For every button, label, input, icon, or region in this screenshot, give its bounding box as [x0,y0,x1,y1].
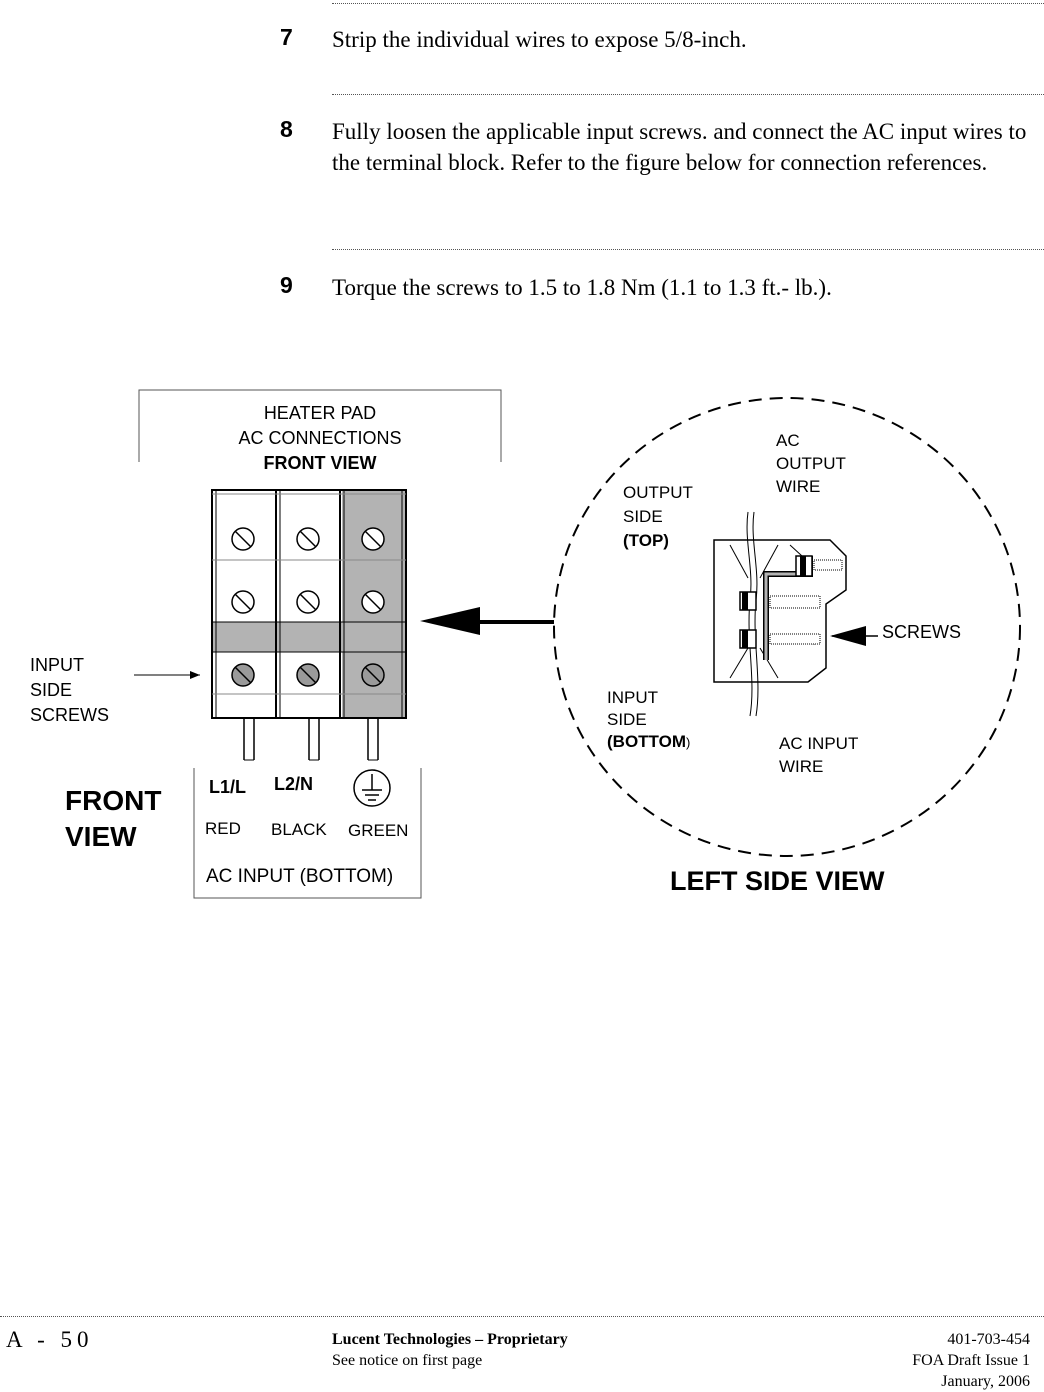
separator [332,94,1044,95]
heater-title-1: HEATER PAD [264,403,376,423]
footer-issue: FOA Draft Issue 1 [912,1352,1030,1369]
footer-date: January, 2006 [941,1373,1030,1390]
footer-proprietary: Lucent Technologies – Proprietary See no… [332,1329,568,1371]
heater-title-box [138,389,502,462]
page-number: A - 50 [6,1327,94,1352]
label-black: BLACK [271,820,327,839]
input-side-3: (BOTTOM) [607,732,690,751]
ac-output-wire-3: WIRE [776,477,820,496]
step-text: Torque the screws to 1.5 to 1.8 Nm (1.1 … [332,275,832,300]
separator [332,249,1044,250]
front-view-label-1: FRONT [65,785,161,816]
wiring-figure: HEATER PAD AC CONNECTIONS FRONT VIEW [30,389,1021,899]
screws [231,527,385,687]
label-ac-input-bottom: AC INPUT (BOTTOM) [206,866,393,887]
ac-input-wire-2: WIRE [779,757,823,776]
input-side-1: INPUT [607,688,658,707]
step-text: Strip the individual wires to expose 5/8… [332,27,747,52]
output-side-1: OUTPUT [623,483,693,502]
side-view-drawing [713,511,847,717]
label-red: RED [205,819,241,838]
detail-arrow-head [420,607,480,635]
step-number: 9 [280,272,293,298]
footer-notice: See notice on first page [332,1352,483,1369]
footer-separator [0,1316,1044,1317]
footer-doc-number: 401-703-454 [947,1331,1030,1348]
heater-title-3: FRONT VIEW [264,453,377,473]
output-side-2: SIDE [623,507,663,526]
step-number: 8 [280,116,293,142]
footer-doc-info: 401-703-454 FOA Draft Issue 1 January, 2… [912,1329,1030,1392]
label-screws: SCREWS [882,622,961,642]
detail-circle [553,397,1021,857]
step-text: Fully loosen the applicable input screws… [332,119,1027,175]
ac-input-wire-1: AC INPUT [779,734,858,753]
front-view-label-2: VIEW [65,821,137,852]
ac-output-wire-2: OUTPUT [776,454,846,473]
middle-band-fill [212,622,406,652]
input-side-2: SIDE [607,710,647,729]
input-screws-label-1: INPUT [30,655,84,675]
label-green: GREEN [348,821,408,840]
ground-icon [353,769,391,807]
input-screws-label-2: SIDE [30,680,72,700]
label-l1: L1/L [209,777,246,797]
step-number: 7 [280,24,293,50]
separator-top [332,3,1044,4]
screws-arrow-head [830,626,866,646]
ac-input-box [193,768,422,899]
input-screws-label-3: SCREWS [30,705,109,725]
output-side-3: (TOP) [623,531,669,550]
heater-title-2: AC CONNECTIONS [238,428,401,448]
ac-output-wire-1: AC [776,431,800,450]
footer-company: Lucent Technologies – Proprietary [332,1331,568,1348]
label-l2: L2/N [274,774,313,794]
left-side-view-label: LEFT SIDE VIEW [670,866,885,896]
